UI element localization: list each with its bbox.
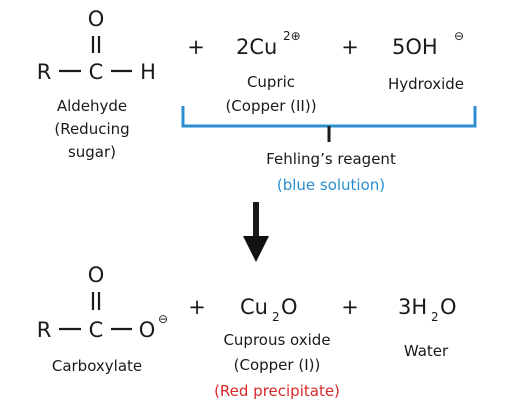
aldehyde-label-sugar: sugar): [68, 143, 116, 161]
cupric-label-copper-ii: (Copper (II)): [225, 97, 316, 115]
aldehyde-hydrogen: H: [140, 60, 156, 84]
cupric-charge: 2⊕: [283, 29, 301, 43]
hydroxide-label: Hydroxide: [388, 75, 464, 93]
cuprous-oxide-label: Cuprous oxide: [223, 331, 330, 349]
plus-sign-products-1: +: [188, 295, 206, 319]
cupric-formula: 2Cu 2⊕: [236, 29, 301, 59]
reaction-arrow: [243, 202, 269, 262]
carboxylate-charge: ⊖: [158, 312, 168, 326]
water-label: Water: [404, 342, 449, 360]
cupric-formula-text: 2Cu: [236, 35, 277, 59]
cuprous-oxide-subscript: 2: [272, 310, 280, 324]
carboxylate-carbon: C: [89, 318, 104, 342]
plus-sign-products-2: +: [341, 295, 359, 319]
carboxylate-oxide-oxygen: O: [139, 318, 156, 342]
hydroxide-formula: 5OH ⊖: [392, 29, 464, 59]
aldehyde-label: Aldehyde: [57, 97, 127, 115]
hydroxide-charge: ⊖: [454, 29, 464, 43]
red-precipitate-note: (Red precipitate): [214, 382, 340, 400]
aldehyde-carbon: C: [89, 60, 104, 84]
carboxylate-oxygen: O: [88, 263, 105, 287]
water-3h: 3H: [398, 295, 427, 319]
water-o: O: [440, 295, 457, 319]
aldehyde-oxygen: O: [88, 7, 105, 31]
reagent-name: Fehling’s reagent: [266, 150, 396, 168]
aldehyde-label-reducing: (Reducing: [54, 120, 129, 138]
carboxylate-r-group: R: [37, 318, 52, 342]
plus-sign-reactants-2: +: [341, 35, 359, 59]
cuprous-oxide-formula: Cu 2 O: [240, 295, 298, 324]
aldehyde-r-group: R: [37, 60, 52, 84]
cuprous-oxide-label-copper-i: (Copper (I)): [234, 356, 321, 374]
hydroxide-formula-text: 5OH: [392, 35, 438, 59]
aldehyde-structure: O R C H: [37, 7, 156, 84]
arrow-head: [243, 236, 269, 262]
reagent-note: (blue solution): [277, 176, 385, 194]
cupric-label: Cupric: [247, 73, 295, 91]
water-formula: 3H 2 O: [398, 295, 457, 324]
plus-sign-reactants-1: +: [187, 35, 205, 59]
water-subscript: 2: [431, 310, 439, 324]
carboxylate-label: Carboxylate: [52, 357, 142, 375]
carboxylate-structure: O R C O ⊖: [37, 263, 168, 342]
cuprous-oxide-o: O: [281, 295, 298, 319]
cuprous-oxide-cu: Cu: [240, 295, 268, 319]
